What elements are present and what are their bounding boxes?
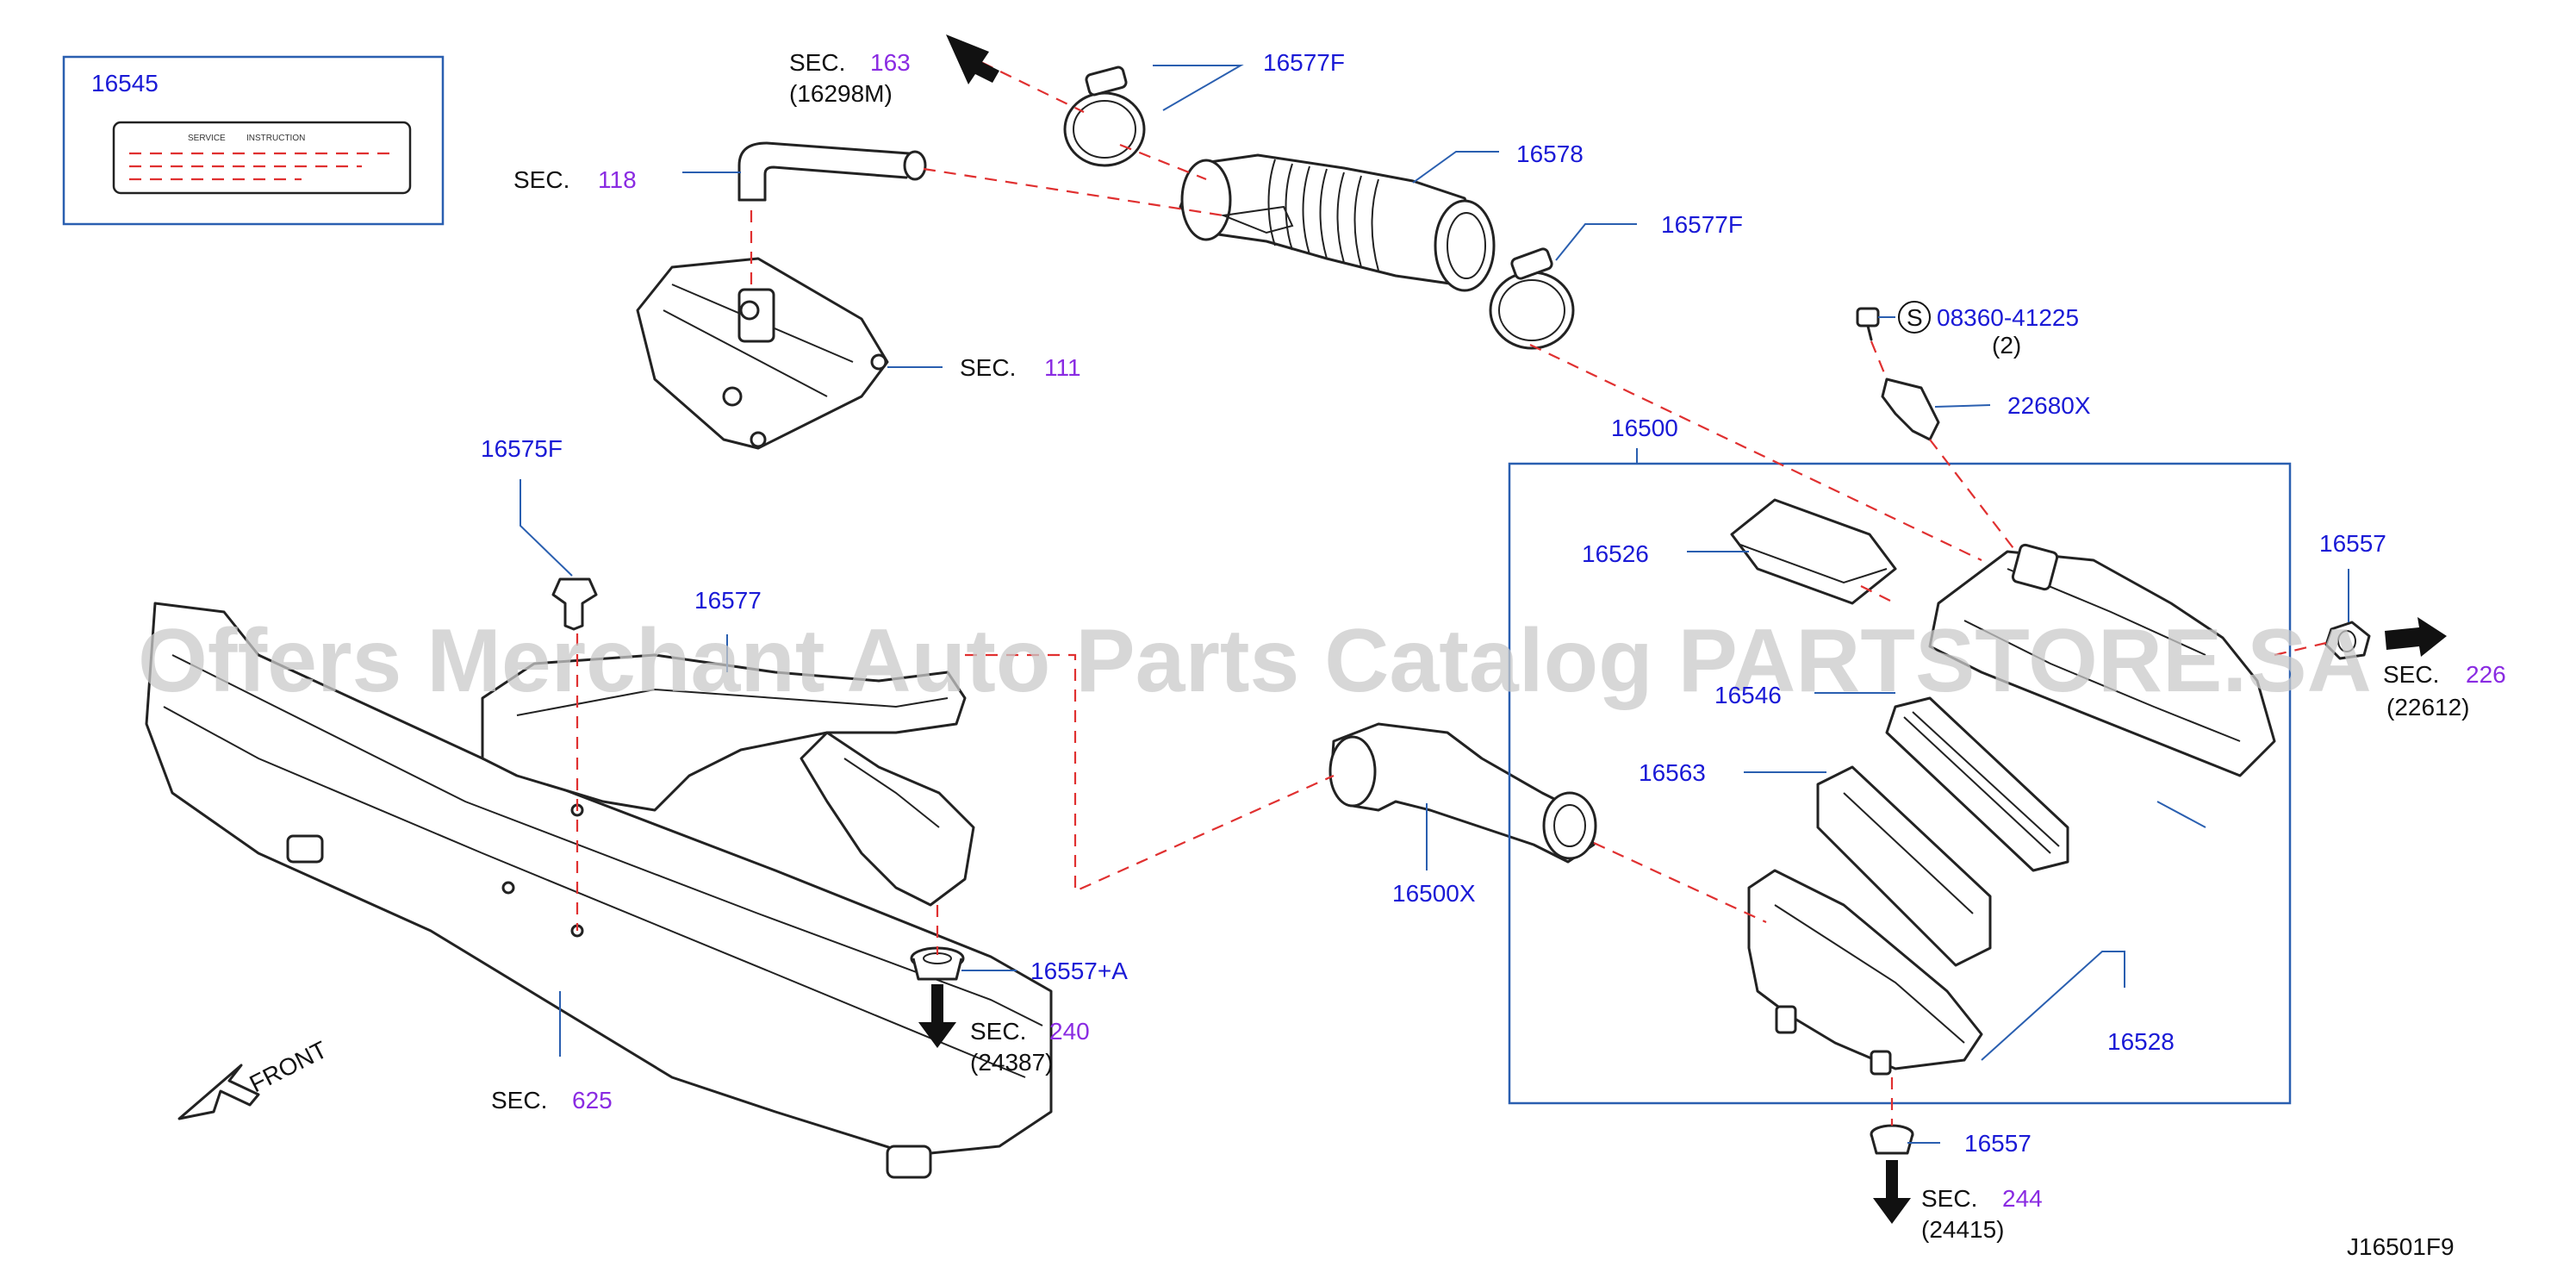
label-16500[interactable]: 16500 xyxy=(1611,415,1678,441)
grommet-16557A xyxy=(910,946,965,981)
service-label-box: SERVICE INSTRUCTION xyxy=(62,55,445,226)
sec111-prefix: SEC. xyxy=(960,354,1016,381)
air-cleaner-lower-body xyxy=(1747,869,1983,1076)
instruction-text: INSTRUCTION xyxy=(246,134,305,143)
clip-16575F xyxy=(551,577,598,631)
label-16528[interactable]: 16528 xyxy=(2107,1028,2175,1055)
front-label: FRONT xyxy=(246,1036,332,1097)
arrow-to-sec163 xyxy=(946,34,999,84)
arrow-to-sec226 xyxy=(2385,617,2447,657)
sec163-prefix: SEC. xyxy=(789,49,845,76)
label-16546[interactable]: 16546 xyxy=(1714,682,1782,708)
sec625-number[interactable]: 625 xyxy=(572,1087,613,1114)
hose-clamp-top xyxy=(1063,66,1146,167)
label-16500X[interactable]: 16500X xyxy=(1392,880,1476,907)
sec226-number[interactable]: 226 xyxy=(2466,661,2506,688)
label-16526[interactable]: 16526 xyxy=(1582,540,1649,567)
label-08360-41225[interactable]: S 08360-41225 xyxy=(1898,301,2079,334)
sec625-prefix: SEC. xyxy=(491,1087,547,1114)
label-08360-qty: (2) xyxy=(1992,332,2021,359)
air-cleaner-cover xyxy=(1928,543,2276,777)
label-22680X[interactable]: 22680X xyxy=(2007,392,2091,419)
sec226-prefix: SEC. xyxy=(2383,661,2439,688)
sec118-prefix: SEC. xyxy=(513,166,569,193)
front-arrow xyxy=(177,1064,260,1120)
sec240-number[interactable]: 240 xyxy=(1049,1018,1090,1045)
sec163-sub: (16298M) xyxy=(789,80,893,107)
mass-air-flow-sensor-22680X xyxy=(1881,377,1940,441)
label-16575F[interactable]: 16575F xyxy=(481,435,563,462)
label-16563[interactable]: 16563 xyxy=(1639,759,1706,786)
grommet-16557-bottom xyxy=(1870,1124,1914,1155)
label-16557-bottom[interactable]: 16557 xyxy=(1964,1130,2032,1157)
air-duct-hose-16578 xyxy=(1179,153,1496,292)
sec240-prefix: SEC. xyxy=(970,1018,1026,1045)
assembly-box-16500 xyxy=(1508,462,2292,1105)
arrow-to-sec240 xyxy=(918,984,956,1048)
sec244-number[interactable]: 244 xyxy=(2002,1185,2043,1212)
bolt-08360 xyxy=(1856,307,1880,341)
resonator-16500X xyxy=(1328,722,1597,864)
seal-16563 xyxy=(1816,765,1992,967)
label-16577F-top[interactable]: 16577F xyxy=(1263,49,1345,76)
sec111-number[interactable]: 111 xyxy=(1044,354,1081,381)
grommet-16557-right xyxy=(2324,621,2371,660)
diagram-code: J16501F9 xyxy=(2347,1233,2455,1260)
label-16557A[interactable]: 16557+A xyxy=(1030,958,1128,984)
radiator-core-support xyxy=(145,602,1053,1179)
watermark: Offers Merchant Auto Parts Catalog PARTS… xyxy=(138,611,2372,711)
sec240-sub: (24387) xyxy=(970,1049,1054,1076)
rocker-cover xyxy=(636,257,889,450)
label-08360-number: 08360-41225 xyxy=(1937,304,2079,331)
air-filter-16546 xyxy=(1885,696,2069,872)
label-16557-right[interactable]: 16557 xyxy=(2319,530,2386,557)
arrow-to-sec244 xyxy=(1873,1160,1911,1224)
sec244-sub: (24415) xyxy=(1921,1216,2005,1243)
s-prefix: S xyxy=(1907,304,1923,331)
breather-hose xyxy=(737,141,927,202)
service-text: SERVICE xyxy=(188,134,226,143)
label-16577F-mid[interactable]: 16577F xyxy=(1661,211,1743,238)
sec226-sub: (22612) xyxy=(2386,694,2470,721)
label-16545[interactable]: 16545 xyxy=(91,70,159,97)
air-cleaner-upper-16526 xyxy=(1730,498,1897,605)
sec244-prefix: SEC. xyxy=(1921,1185,1977,1212)
hose-clamp-middle xyxy=(1489,247,1575,350)
sec118-number[interactable]: 118 xyxy=(598,166,637,193)
sec163-number[interactable]: 163 xyxy=(870,49,911,76)
label-16577[interactable]: 16577 xyxy=(694,587,762,614)
label-16578[interactable]: 16578 xyxy=(1516,140,1584,167)
